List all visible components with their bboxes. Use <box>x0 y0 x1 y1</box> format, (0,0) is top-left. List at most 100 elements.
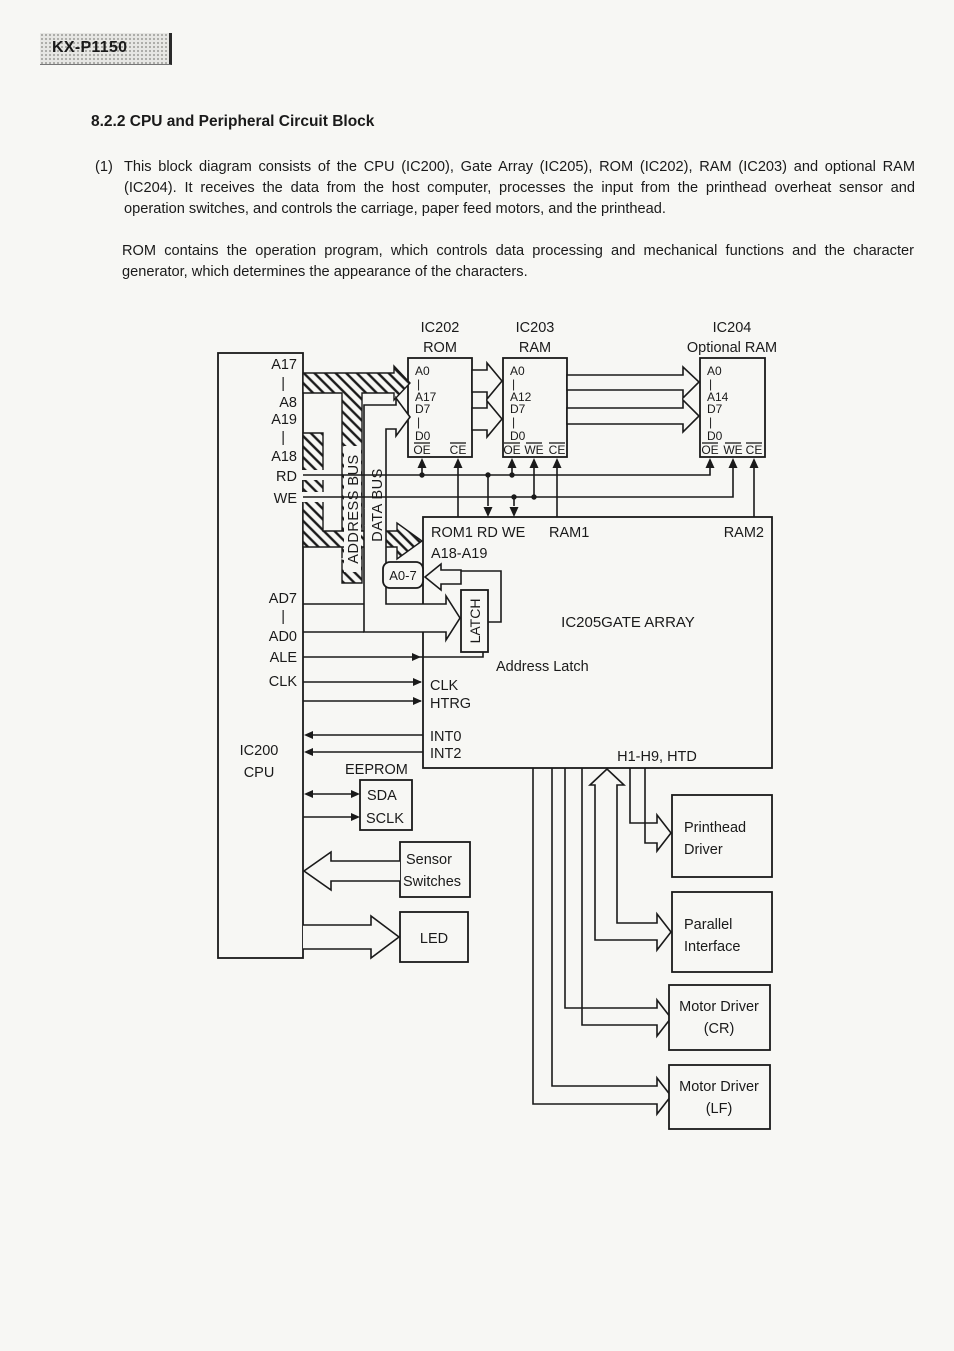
cpu-pin: | <box>281 376 285 392</box>
motor-driver-lf-label-1: Motor Driver <box>679 1079 759 1095</box>
optional-ram-pin: A14 <box>707 390 729 404</box>
ga-a18-a19-label: A18-A19 <box>431 546 487 562</box>
rom-pin: D0 <box>415 429 431 443</box>
a0-7-bus-tag <box>382 561 424 589</box>
cpu-pin: A8 <box>279 395 297 411</box>
optional-ram-pin: | <box>709 377 712 391</box>
item-number: (1) <box>95 159 113 175</box>
ram-pin: D7 <box>510 402 526 416</box>
ga-int0-label: INT0 <box>430 729 461 745</box>
optional-ram-we-pin: WE <box>723 443 742 457</box>
ga-int2-label: INT2 <box>430 746 461 762</box>
section-heading: 8.2.2 CPU and Peripheral Circuit Block <box>91 113 375 130</box>
ram-oram-address-arrow <box>566 365 701 400</box>
rom-ram-data-arrow <box>471 398 504 440</box>
printhead-driver-label-1: Printhead <box>684 820 746 836</box>
ram-pin: | <box>512 415 515 429</box>
printhead-driver-block <box>671 794 773 878</box>
rom-ram-address-arrow <box>471 360 504 402</box>
optional-ram-block <box>699 357 766 458</box>
ram-pin: A0 <box>510 364 525 378</box>
cpu-block <box>217 352 304 959</box>
eeprom-wires <box>303 790 360 821</box>
rom-pin: A0 <box>415 364 430 378</box>
cpu-pin: A17 <box>271 357 297 373</box>
ram-pin: A12 <box>510 390 532 404</box>
parallel-interface-block <box>671 891 773 973</box>
driver-wiring <box>532 767 673 1117</box>
ram-ce-pin: CE <box>549 443 566 457</box>
ram-id: IC203 <box>516 320 555 336</box>
motor-driver-cr-label-2: (CR) <box>704 1021 735 1037</box>
latch-output-path <box>461 570 502 623</box>
cpu-ale-pin: ALE <box>270 650 298 666</box>
ram-type: RAM <box>519 340 551 356</box>
eeprom-block <box>359 779 413 831</box>
ram-we-pin: WE <box>524 443 543 457</box>
sensor-label: Sensor <box>406 852 452 868</box>
led-label: LED <box>420 931 448 947</box>
cpu-id: IC200 <box>240 743 279 759</box>
cpu-pin: | <box>281 430 285 446</box>
paragraph-2-text: ROM contains the operation program, whic… <box>122 243 914 281</box>
rom-pin: D7 <box>415 402 431 416</box>
motor-driver-lf-block <box>668 1064 771 1130</box>
eeprom-label: EEPROM <box>345 762 408 778</box>
control-wiring <box>303 458 759 517</box>
optional-ram-type: Optional RAM <box>687 340 777 356</box>
rom-ce-pin: CE <box>450 443 467 457</box>
optional-ram-pin: | <box>709 415 712 429</box>
rom-oe-pin: OE <box>413 443 430 457</box>
gate-array-labels: ROM1 RD WE RAM1 RAM2 A18-A19 IC205GATE A… <box>430 525 764 765</box>
ram-pin: D0 <box>510 429 526 443</box>
motor-driver-lf-label-2: (LF) <box>706 1101 733 1117</box>
cpu-labels: A17 | A8 A19 | A18 RD WE AD7 | AD0 ALE C… <box>240 357 298 781</box>
paragraph-1: (1) This block diagram consists of the C… <box>95 157 915 221</box>
latch-block <box>460 589 489 653</box>
cpu-we-pin: WE <box>274 491 298 507</box>
cpu-to-led-arrow <box>303 914 401 960</box>
ga-top-signals: ROM1 RD WE <box>431 525 526 541</box>
latch-output-arrow <box>423 562 462 592</box>
eeprom-sclk-pin: SCLK <box>366 811 404 827</box>
optional-ram-pin: D0 <box>707 429 723 443</box>
data-bus-label: DATA BUS <box>370 468 386 542</box>
cpu-pin: A19 <box>271 412 297 428</box>
sensor-switches-block <box>399 841 471 898</box>
cpu-pin: | <box>281 609 285 625</box>
optional-ram-pin: A0 <box>707 364 722 378</box>
printhead-driver-label-2: Driver <box>684 842 723 858</box>
gate-array-name: IC205GATE ARRAY <box>561 614 695 631</box>
optional-ram-labels: IC204 Optional RAM A0 | A14 D7 | D0 OE W… <box>687 320 777 457</box>
motor-driver-cr-label-1: Motor Driver <box>679 999 759 1015</box>
switches-label: Switches <box>403 874 461 890</box>
ram-oram-data-arrow <box>566 398 701 434</box>
data-bus-shape <box>363 395 461 643</box>
rom-pin: | <box>417 415 420 429</box>
ram-pin: | <box>512 377 515 391</box>
model-badge-label: KX-P1150 <box>52 39 128 56</box>
parallel-interface-label-2: Interface <box>684 939 740 955</box>
paragraph-1-text: This block diagram consists of the CPU (… <box>124 159 915 218</box>
cpu-ga-signals <box>303 603 484 756</box>
address-bus-label: ADDRESS BUS <box>346 454 362 563</box>
address-bus-label-bg <box>344 446 361 572</box>
motor-driver-cr-block <box>668 984 771 1051</box>
cpu-name: CPU <box>244 765 275 781</box>
cpu-clk-pin: CLK <box>269 674 298 690</box>
rom-id: IC202 <box>421 320 460 336</box>
ram-labels: IC203 RAM A0 | A12 D7 | D0 OE WE CE <box>503 320 565 457</box>
rom-pin: A17 <box>415 390 437 404</box>
address-latch-label: Address Latch <box>496 659 589 675</box>
model-badge: KX-P1150 <box>40 33 172 65</box>
optional-ram-pin: D7 <box>707 402 723 416</box>
ram-oe-pin: OE <box>503 443 520 457</box>
cpu-pin: AD7 <box>269 591 297 607</box>
ga-ram2-label: RAM2 <box>724 525 764 541</box>
cpu-pin: AD0 <box>269 629 297 645</box>
ga-clk-label: CLK <box>430 678 459 694</box>
rom-labels: IC202 ROM A0 | A17 D7 | D0 OE CE <box>413 320 466 457</box>
optional-ram-id: IC204 <box>713 320 752 336</box>
paragraph-2: ROM contains the operation program, whic… <box>122 241 914 283</box>
sensor-to-cpu-arrow <box>302 850 400 892</box>
